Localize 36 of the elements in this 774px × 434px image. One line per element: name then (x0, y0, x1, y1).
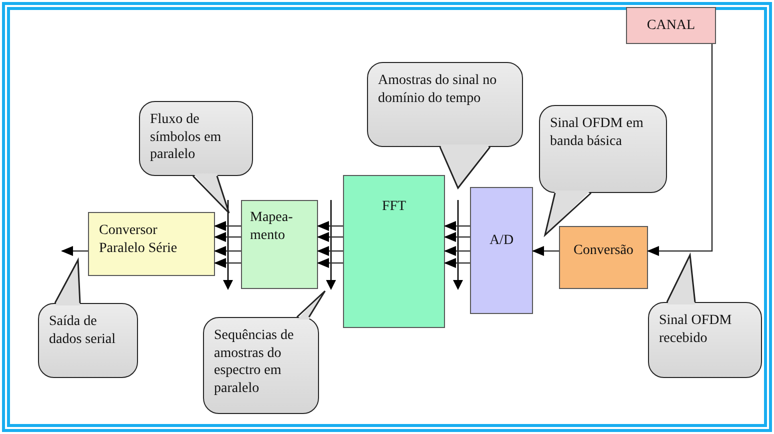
block-label: A/D (489, 232, 514, 250)
arrow (532, 246, 559, 256)
block-label: CANAL (646, 17, 696, 34)
callout-bubble (38, 303, 138, 378)
callout-text: Sinal OFDM recebido (659, 313, 732, 346)
callout-bubble (648, 302, 762, 378)
process-box (470, 187, 533, 314)
callout-text: Fluxo de símbolos em paralelo (150, 112, 222, 162)
arrow (444, 200, 470, 290)
callout-tail (296, 290, 326, 320)
block-label: Conversão (574, 242, 634, 260)
process-box (343, 175, 445, 328)
callout-text: Sequências de amostras do espectro em paralelo (214, 328, 294, 396)
callout-tail (192, 174, 230, 214)
callout-tail (54, 257, 81, 306)
block-label: Conversor Paralelo Série (99, 222, 178, 257)
arrow (317, 200, 343, 290)
arrow (61, 246, 88, 256)
block-label: FFT (382, 198, 406, 216)
callout-tail (666, 252, 696, 304)
callout-text: Sinal OFDM em banda básica (550, 116, 644, 148)
callout-bubble (367, 62, 523, 147)
callout-tail (544, 190, 592, 238)
arrow (647, 44, 713, 256)
callout-bubble (139, 101, 253, 176)
process-box (241, 200, 318, 289)
callout-text: Saída de dados serial (49, 314, 116, 346)
process-box (626, 7, 716, 44)
arrow (214, 200, 241, 290)
block-label: Mapea- mento (250, 209, 294, 244)
process-box (559, 226, 648, 289)
callout-tail (439, 144, 491, 190)
callout-bubble (203, 317, 319, 414)
callout-text: Amostras do sinal no domínio do tempo (378, 73, 497, 106)
process-box (88, 212, 215, 276)
callout-bubble (539, 105, 667, 193)
